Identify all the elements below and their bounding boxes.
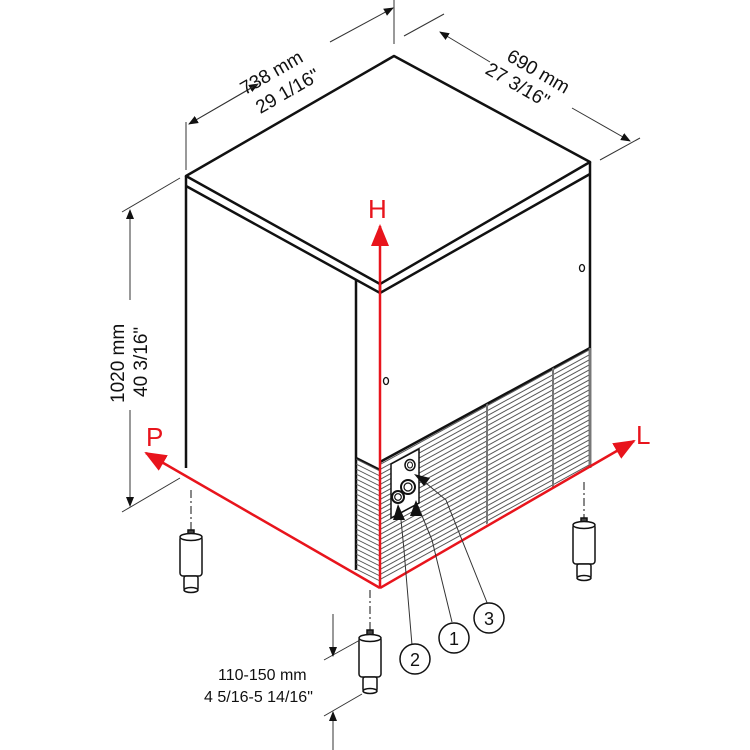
feet-mm: 110-150 mm	[218, 667, 307, 684]
axes: H P L	[144, 194, 650, 590]
screw-hole-icon	[382, 376, 390, 386]
foot-right	[572, 517, 596, 582]
axis-l	[379, 439, 636, 590]
connection-panel	[390, 447, 420, 520]
foot-left	[179, 529, 203, 594]
feet-inch: 4 5/16-5 14/16"	[204, 689, 313, 706]
axis-p-label: P	[146, 422, 163, 452]
foot-front	[358, 629, 382, 695]
callout-1-label: 1	[449, 629, 459, 649]
callout-3-label: 3	[484, 609, 494, 629]
drain-fitting-icon	[404, 458, 416, 472]
axis-h-label: H	[368, 194, 387, 224]
callouts: 1 2 3	[393, 474, 505, 675]
feet-dimension: 110-150 mm 4 5/16-5 14/16"	[204, 614, 363, 750]
callout-2-label: 2	[410, 650, 420, 670]
axis-p	[144, 451, 381, 590]
screw-hole-icon	[578, 263, 586, 273]
height-inch: 40 3/16"	[131, 327, 152, 397]
height-dimension: 1020 mm 40 3/16"	[108, 177, 181, 513]
callout-3: 3	[473, 602, 505, 634]
callout-2: 2	[399, 643, 431, 675]
water-drain-fitting-icon	[391, 490, 405, 504]
adjustable-feet	[179, 482, 596, 695]
cabinet	[184, 54, 592, 582]
height-mm: 1020 mm	[108, 324, 129, 403]
callout-1: 1	[438, 622, 470, 654]
water-inlet-fitting-icon	[400, 479, 416, 495]
axis-l-label: L	[636, 420, 650, 450]
